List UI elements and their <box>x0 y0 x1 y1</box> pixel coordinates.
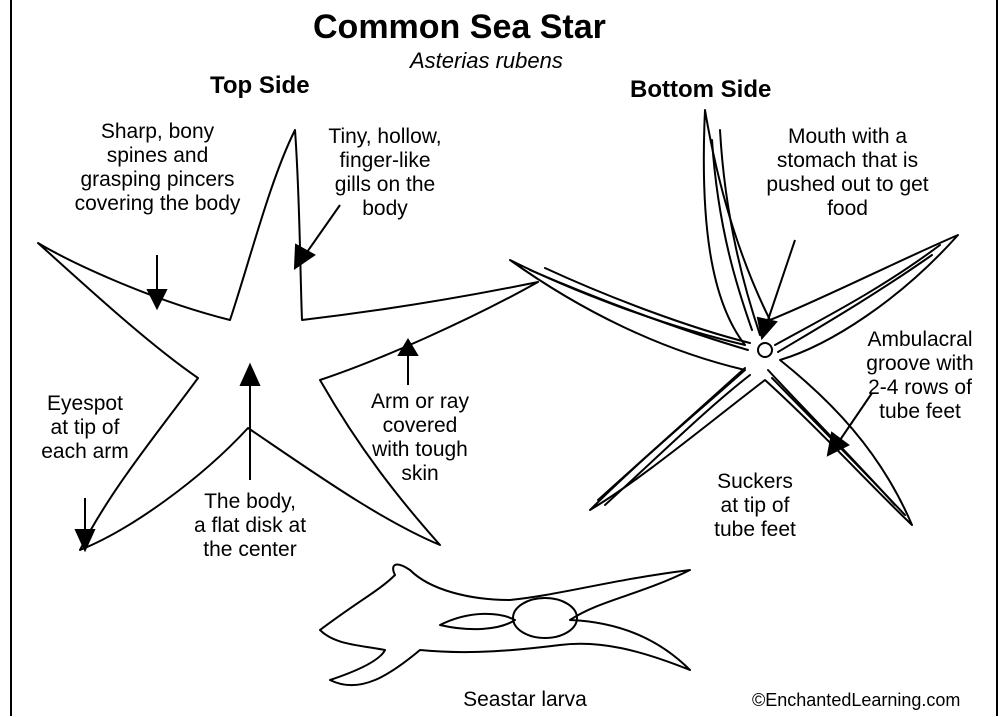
seastar-larva-stomach <box>513 598 577 638</box>
eyespot-arrowhead <box>76 530 94 550</box>
arm-label: Arm or ray covered with tough skin <box>345 390 495 487</box>
mouth-arrow-line <box>768 240 795 320</box>
body-arrowhead <box>241 365 259 385</box>
gills-label: Tiny, hollow, finger-like gills on the b… <box>305 125 465 222</box>
seastar-larva-mouth <box>440 614 515 629</box>
top-side-heading: Top Side <box>210 72 310 100</box>
eyespot-label: Eyespot at tip of each arm <box>20 392 150 464</box>
scientific-name: Asterias rubens <box>410 48 563 73</box>
larva-label: Seastar larva <box>440 688 610 712</box>
suckers-label: Suckers at tip of tube feet <box>690 470 820 542</box>
diagram-title: Common Sea Star <box>313 8 606 47</box>
mouth-label: Mouth with a stomach that is pushed out … <box>735 125 960 222</box>
mouth-center <box>758 343 772 357</box>
groove-label: Ambulacral groove with 2-4 rows of tube … <box>845 328 995 425</box>
copyright-text: ©EnchantedLearning.com <box>752 690 960 711</box>
mouth-arrowhead <box>758 318 776 338</box>
body-label: The body, a flat disk at the center <box>170 490 330 562</box>
bottom-side-heading: Bottom Side <box>630 76 771 104</box>
gills-arrowhead <box>295 245 314 268</box>
spines-label: Sharp, bony spines and grasping pincers … <box>45 120 270 217</box>
